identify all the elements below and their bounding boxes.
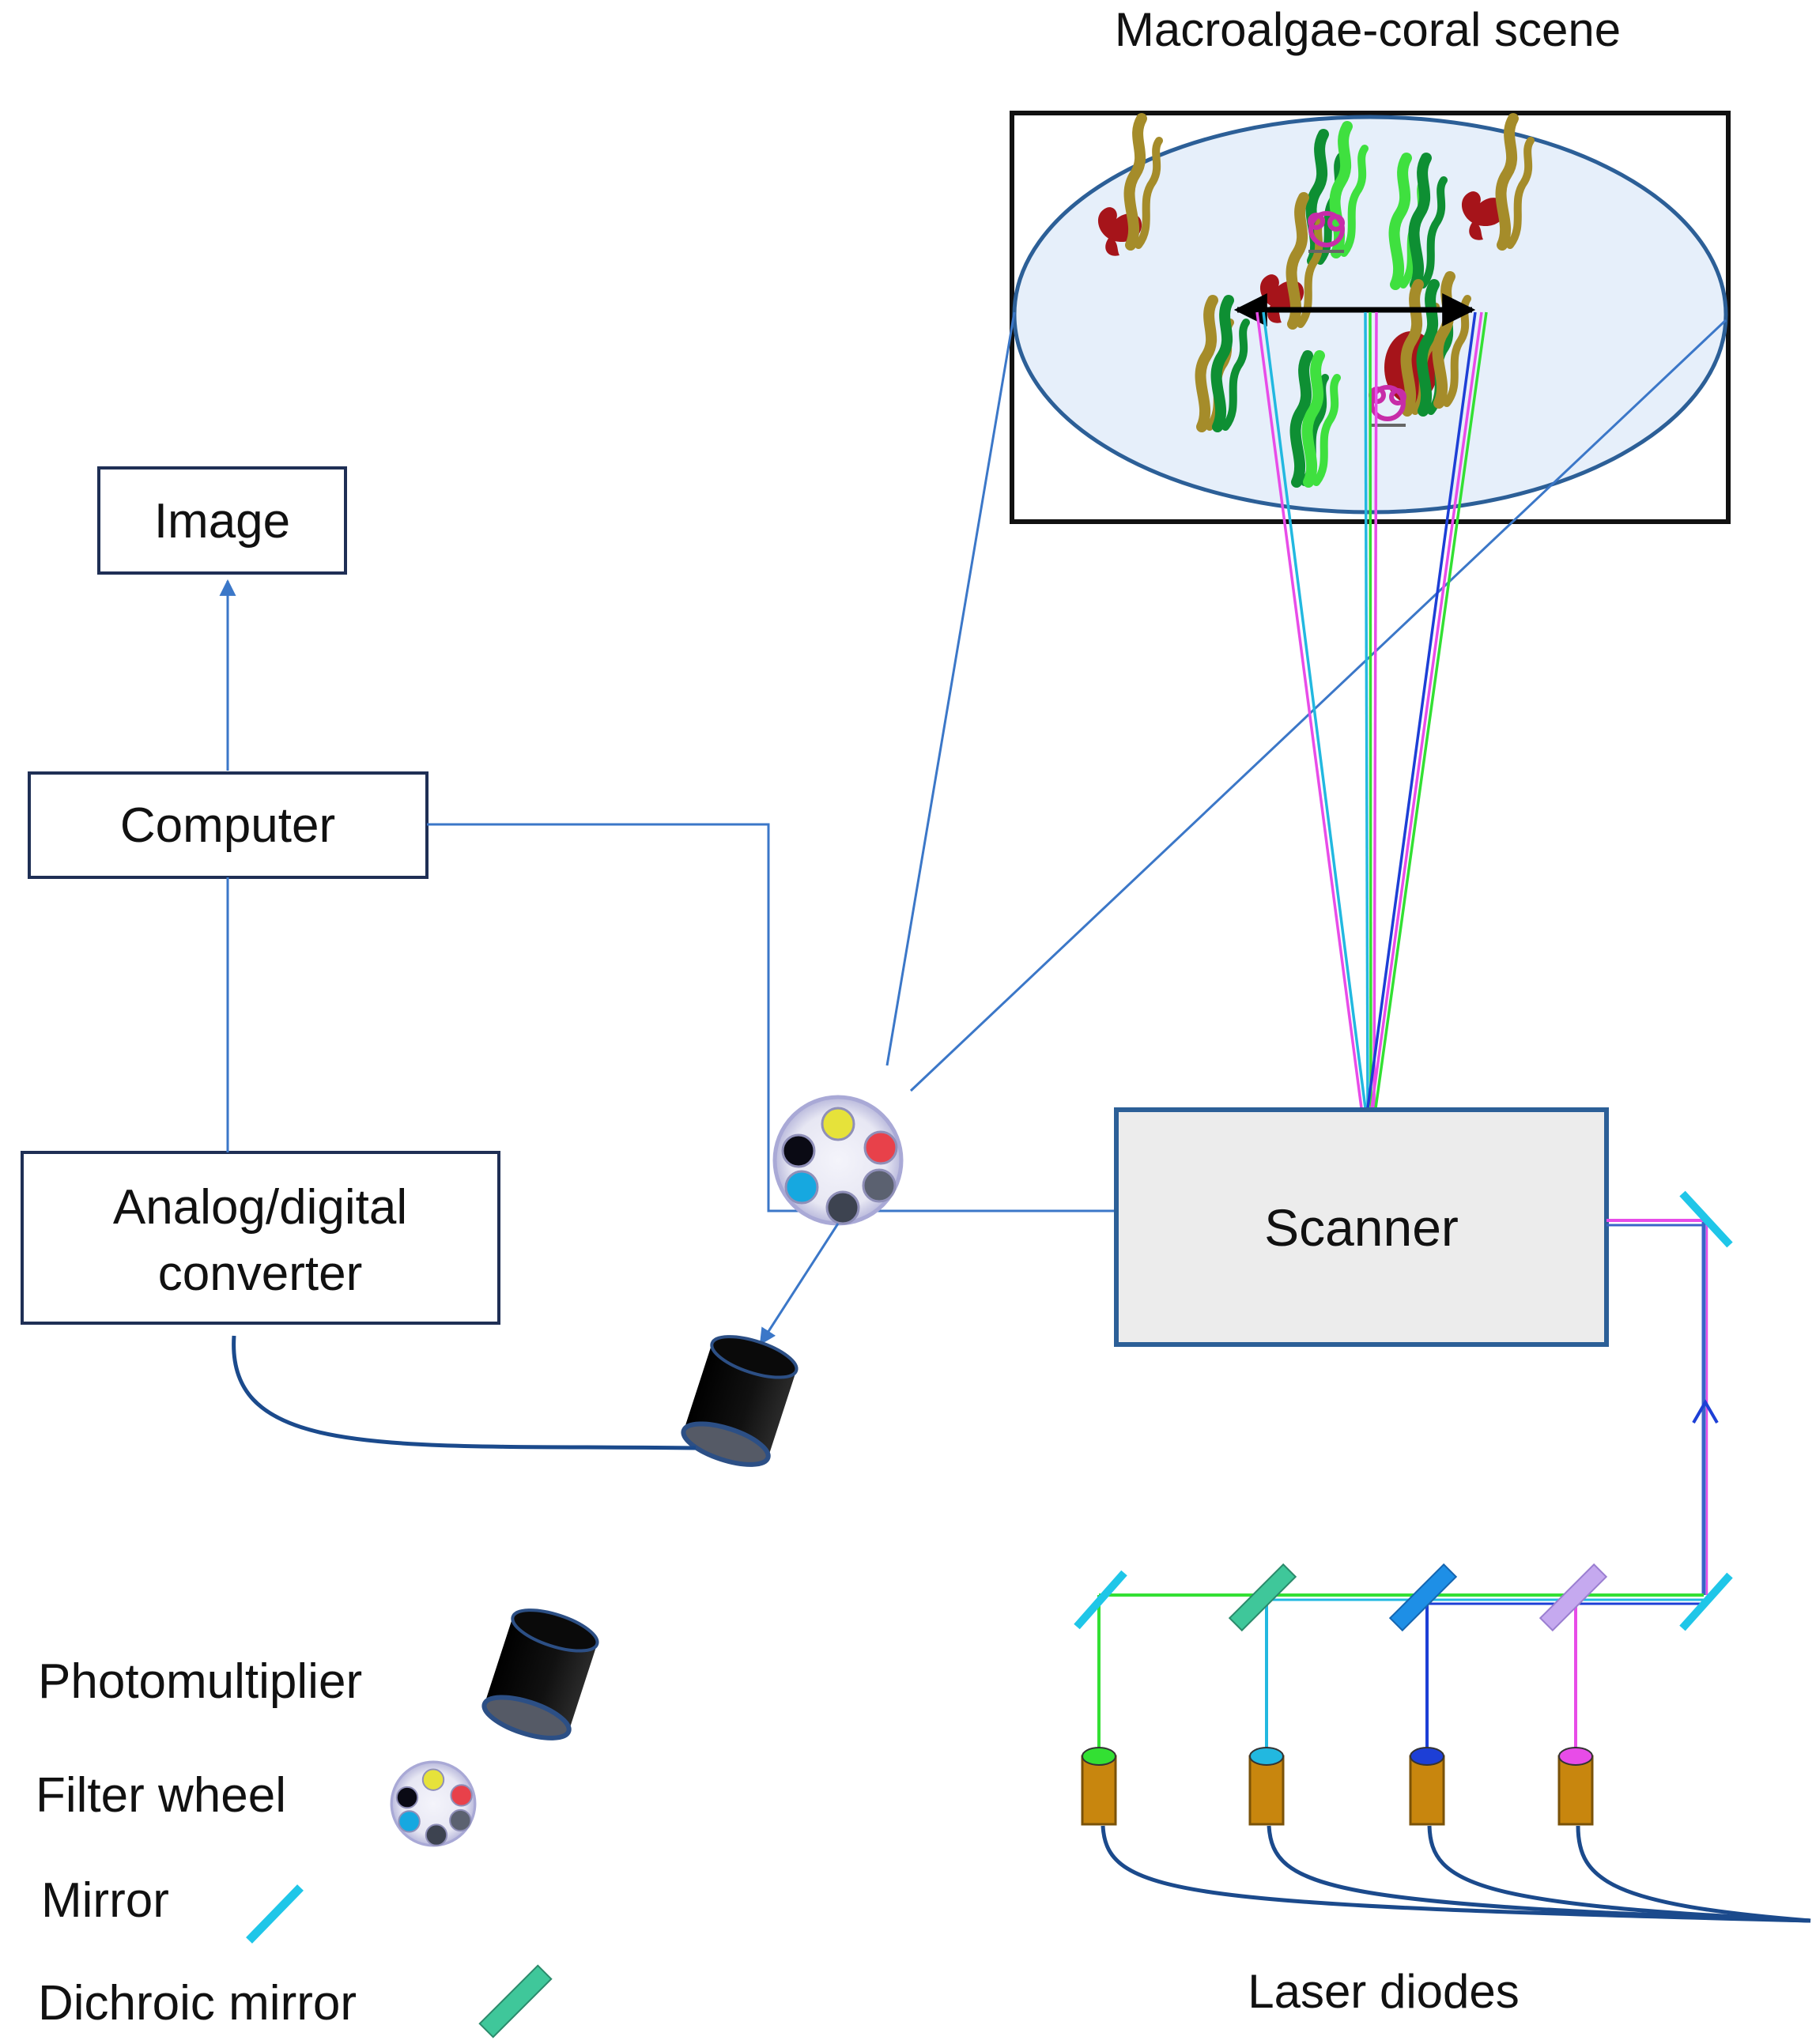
mirror-icon [246, 1884, 304, 1944]
converter-box [21, 1151, 500, 1325]
scene-title: Macroalgae-coral scene [1115, 3, 1621, 56]
filter-wheel-icon [390, 1760, 477, 1847]
computer-box [28, 771, 429, 879]
converter-label-line1: Analog/digital [113, 1180, 407, 1235]
laser-diodes-label: Laser diodes [1248, 1965, 1520, 2018]
pmt-cable [232, 1335, 697, 1450]
diode-cables [1101, 1825, 1811, 1923]
dichroic-mirror-icon [1228, 1563, 1297, 1632]
dichroic-mirror-icon [478, 1964, 553, 2038]
laser-diode-icon [1081, 1746, 1117, 1826]
computer-to-scanner-line [427, 823, 1116, 1212]
laser-diode-icon [1248, 1746, 1285, 1826]
filter-wheel-icon [775, 1097, 901, 1224]
scan-beams [1255, 311, 1488, 1109]
legend-photomultiplier-label: Photomultiplier [38, 1654, 362, 1709]
photomultiplier-icon [679, 1329, 802, 1473]
laser-diode-icon [1409, 1746, 1445, 1826]
converter-label-line2: converter [158, 1246, 362, 1301]
view-line-left [885, 311, 1016, 1066]
scanner-label: Scanner [1264, 1198, 1459, 1257]
view-line-right [909, 319, 1727, 1092]
dichroic-mirror-icon [1539, 1563, 1608, 1632]
mirror-icon [1074, 1570, 1127, 1630]
legend-mirror-label: Mirror [41, 1873, 169, 1928]
laser-diode-icon [1557, 1746, 1594, 1826]
legend-filter-wheel-label: Filter wheel [36, 1768, 286, 1823]
macroalgae-coral-scene-icon [1097, 119, 1531, 482]
computer-label: Computer [120, 798, 335, 853]
dichroic-mirror-icon [1388, 1563, 1458, 1632]
scanner-box [1114, 1107, 1609, 1347]
legend-dichroic-mirror-label: Dichroic mirror [38, 1976, 357, 2031]
beam-direction-chevron [1692, 1398, 1719, 1424]
image-label: Image [154, 494, 290, 549]
photomultiplier-icon [480, 1602, 602, 1747]
image-box [97, 466, 347, 575]
wheel-to-pmt-arrow [759, 1223, 840, 1345]
mirror-icon [1679, 1572, 1733, 1631]
mirror-icon [1679, 1190, 1733, 1248]
